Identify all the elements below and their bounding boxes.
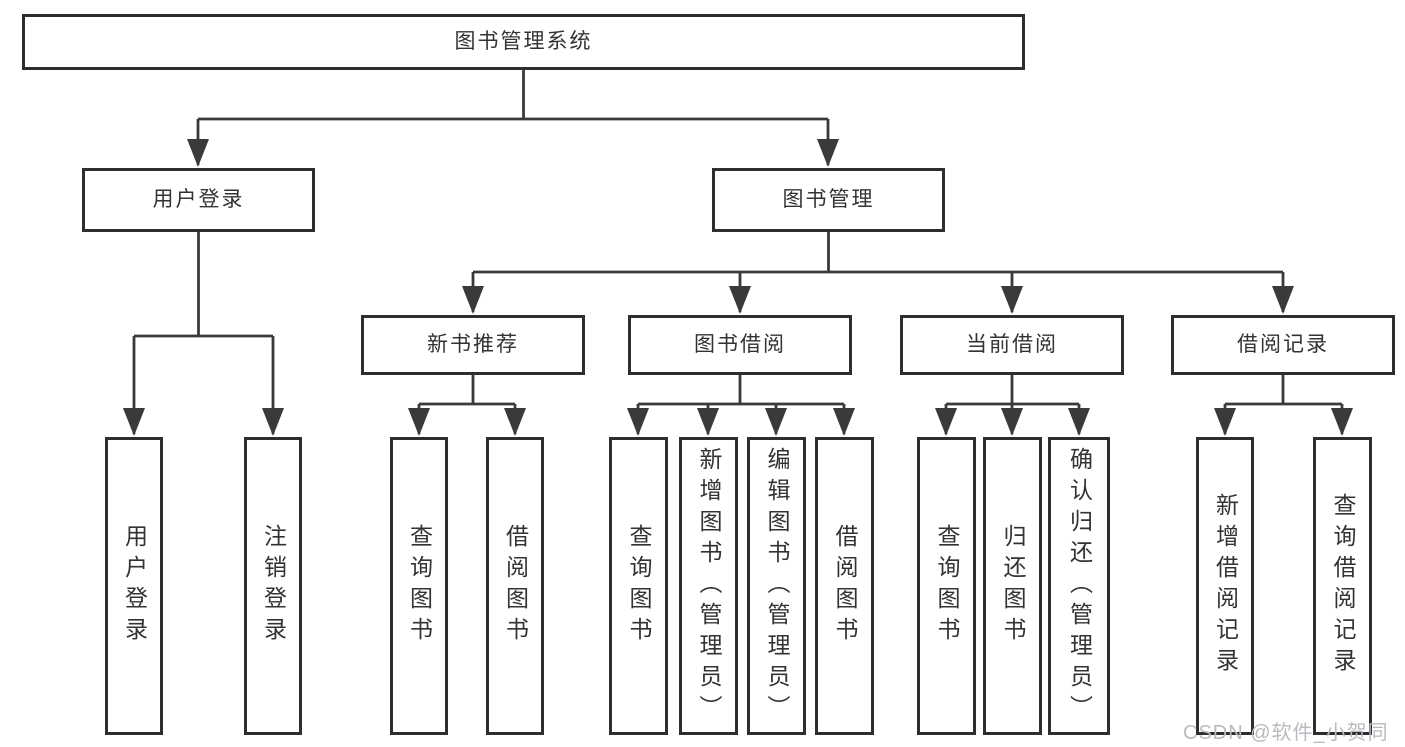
leaf-return-book: 归还图书: [983, 437, 1042, 735]
leaf-query-books-borrow: 查询图书: [609, 437, 668, 735]
leaf-borrow-books-2: 借阅图书: [815, 437, 874, 735]
node-current-borrow: 当前借阅: [900, 315, 1124, 375]
leaf-query-books-recommend: 查询图书: [390, 437, 448, 735]
node-library-management-system: 图书管理系统: [22, 14, 1025, 70]
arrowheads: [123, 139, 1353, 436]
leaf-add-book-admin: 新增图书（管理员）: [679, 437, 738, 735]
leaf-add-borrow-record: 新增借阅记录: [1196, 437, 1254, 735]
leaf-confirm-return-admin: 确认归还（管理员）: [1048, 437, 1110, 735]
leaf-edit-book-admin: 编辑图书（管理员）: [747, 437, 806, 735]
leaf-query-books-current: 查询图书: [917, 437, 976, 735]
leaf-borrow-books-recommend: 借阅图书: [486, 437, 544, 735]
node-book-borrow: 图书借阅: [628, 315, 852, 375]
node-new-book-recommend: 新书推荐: [361, 315, 585, 375]
leaf-user-login: 用户登录: [105, 437, 163, 735]
leaf-query-borrow-record: 查询借阅记录: [1313, 437, 1372, 735]
node-user-login: 用户登录: [82, 168, 315, 232]
node-book-management: 图书管理: [712, 168, 945, 232]
leaf-logout: 注销登录: [244, 437, 302, 735]
node-borrow-records: 借阅记录: [1171, 315, 1395, 375]
